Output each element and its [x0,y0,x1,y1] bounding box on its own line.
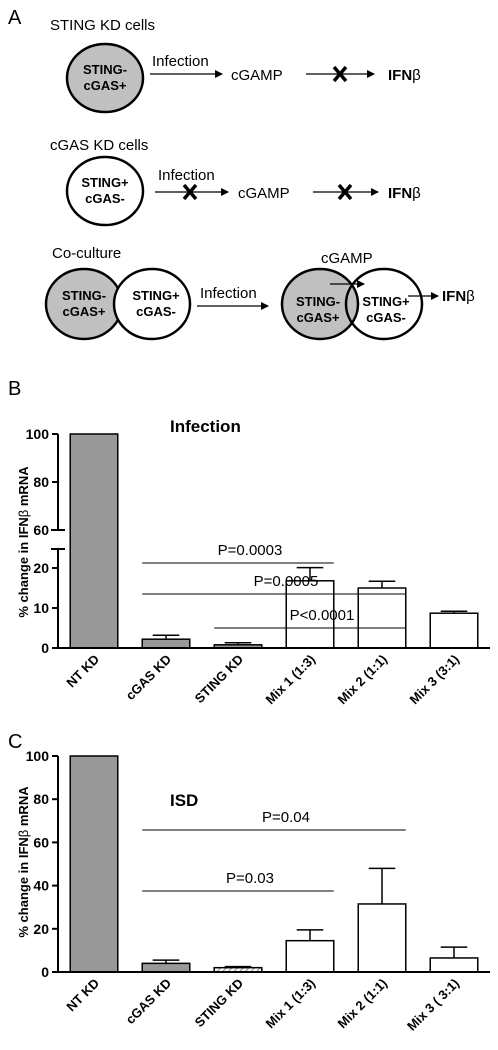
row3-after-left-line2: cGAS+ [297,310,340,325]
bar [285,939,335,973]
bar [429,612,479,649]
bar [141,638,191,649]
bar [429,957,479,973]
y-tick-label: 20 [33,560,49,576]
row3-arrow-label: Infection [200,285,257,302]
bar [141,962,191,973]
row3-left-line2: cGAS+ [63,304,106,319]
x-tick-label: Mix 1 (1:3) [263,652,319,708]
row3-after-right-line1: STING+ [362,294,410,309]
row3-output: IFNβ [442,288,475,305]
panel-a: A STING KD cells STING- cGAS+ Infection … [8,7,475,341]
row2-title: cGAS KD cells [50,137,148,154]
p-value-label: P<0.0001 [290,607,355,624]
y-tick-label: 60 [33,834,49,850]
bar [69,755,119,973]
p-value-label: P=0.0003 [218,542,283,559]
infection-chart: Infection 0 10 20 60 80 100 NT KD cGAS KD STING K… [26,417,490,707]
x-tick-label: NT KD [63,976,102,1015]
row3-left-line1: STING- [62,288,106,303]
y-tick-label: 0 [41,640,49,656]
coculture-right-cell-after [344,267,424,341]
y-tick-label: 60 [33,522,49,538]
coculture-right-cell [112,267,192,341]
row1-output: IFNβ [388,67,421,84]
x-tick-label: cGAS KD [123,976,174,1027]
row2-block-x-1 [182,183,198,201]
y-tick-label: 40 [33,878,49,894]
x-tick-label: Mix 1 (1:3) [263,976,319,1032]
row2-cell-line1: STING+ [81,175,129,190]
x-tick-label: NT KD [63,652,102,691]
chart-title: Infection [170,417,241,436]
y-tick-label: 80 [33,474,49,490]
panel-c-label: C [8,731,22,753]
x-tick-label: STING KD [192,976,247,1031]
row2-block-x-2 [337,183,353,201]
row1-title: STING KD cells [50,17,155,34]
y-tick-label: 20 [33,921,49,937]
row1-cell-line1: STING- [83,62,127,77]
row1-block-x [332,65,348,83]
x-tick-label: Mix 2 (1:1) [335,976,391,1032]
chart-title: ISD [170,791,198,810]
row2-output: IFNβ [388,185,421,202]
y-tick-label: 0 [41,964,49,980]
panel-c-ylabel: % change in IFNβ mRNA [16,786,31,938]
p-value-label: P=0.03 [226,870,274,887]
row3-after-left-line1: STING- [296,294,340,309]
row3-title: Co-culture [52,245,121,262]
panel-c: C % change in IFNβ mRNA ISD 0 20 40 60 80 100N… [8,731,490,1034]
row1-arrow-label: Infection [152,53,209,70]
panel-a-label: A [8,7,22,29]
x-tick-label: cGAS KD [123,652,174,703]
row2-arrow-label: Infection [158,167,215,184]
row1-cell-line2: cGAS+ [84,78,127,93]
row3-right-line1: STING+ [132,288,180,303]
bar [357,587,407,649]
p-value-label: P=0.04 [262,809,310,826]
bar [357,903,407,973]
row3-right-line2: cGAS- [136,304,176,319]
bar [69,433,119,649]
y-tick-label: 100 [26,426,50,442]
row1-product: cGAMP [231,67,283,84]
panel-b-label: B [8,378,21,400]
x-tick-label: Mix 3 (3:1) [407,652,463,708]
coculture-left-cell-after [280,267,360,341]
isd-chart: ISD 0 20 40 60 80 100 NT KD cGAS KD STING KD Mix 1… [26,748,490,1034]
x-tick-label: Mix 3 ( 3:1) [404,976,462,1034]
row2-product: cGAMP [238,185,290,202]
row3-product: cGAMP [321,250,373,267]
sting-kd-cell [65,42,145,114]
x-tick-label: Mix 2 (1:1) [335,652,391,708]
cgas-kd-cell [65,155,145,227]
y-tick-label: 100 [26,748,50,764]
p-value-label: P=0.0005 [254,573,319,590]
y-tick-label: 10 [33,600,49,616]
row2-cell-line2: cGAS- [85,191,125,206]
x-tick-label: STING KD [192,652,247,707]
panel-b: B % change in IFNβ mRNA Infection 0 10 20 60… [8,378,490,707]
row3-after-right-line2: cGAS- [366,310,406,325]
y-tick-label: 80 [33,791,49,807]
panel-b-ylabel: % change in IFNβ mRNA [16,466,31,618]
